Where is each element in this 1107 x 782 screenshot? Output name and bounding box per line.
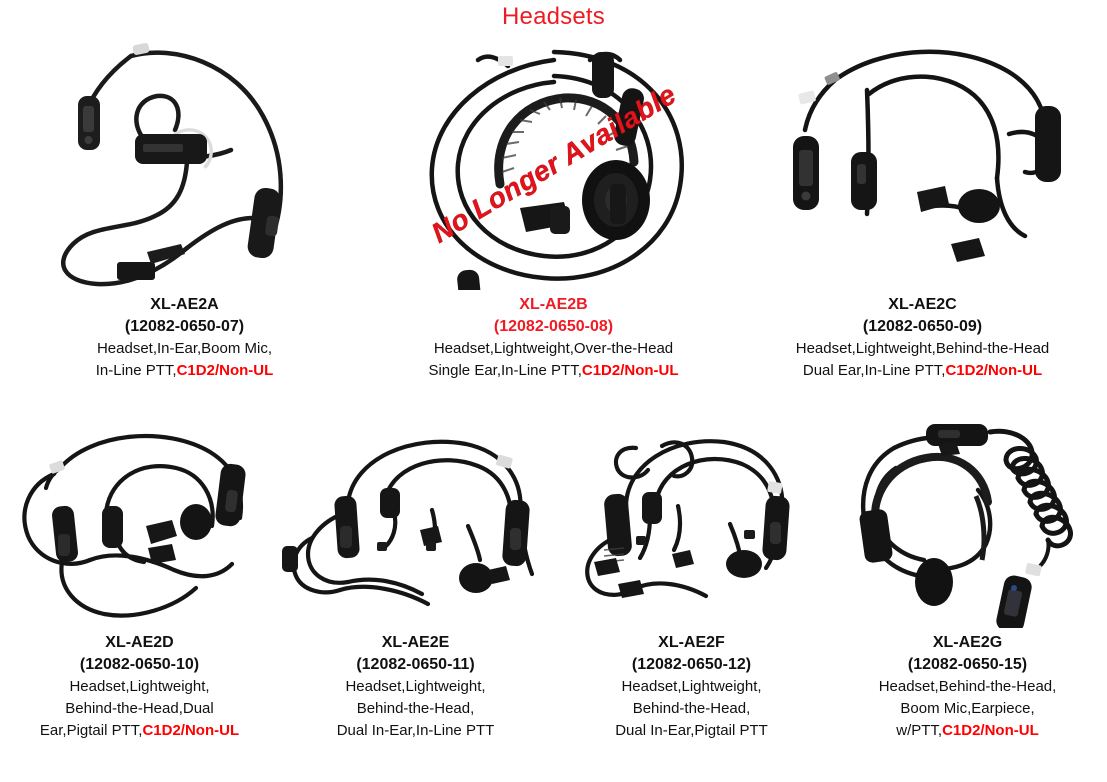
product-caption-xl-ae2g: XL-AE2G (12082-0650-15) Headset,Behind-t…	[879, 632, 1057, 742]
product-card-xl-ae2a[interactable]: XL-AE2A (12082-0650-07) Headset,In-Ear,B…	[0, 38, 369, 382]
product-image-xl-ae2f	[558, 418, 826, 628]
product-card-xl-ae2e[interactable]: XL-AE2E (12082-0650-11) Headset,Lightwei…	[278, 418, 554, 742]
description-line: In-Line PTT,C1D2/Non-UL	[95, 362, 274, 379]
product-part-number: (12082-0650-07)	[124, 318, 245, 335]
product-description: Headset,Lightweight, Behind-the-Head, Dual…	[337, 676, 495, 742]
certification-flag: C1D2/Non-UL	[942, 722, 1039, 739]
description-line: Headset,Lightweight,	[345, 678, 486, 695]
product-card-xl-ae2f[interactable]: XL-AE2F (12082-0650-12) Headset,Lightwei…	[554, 418, 830, 742]
certification-flag: C1D2/Non-UL	[176, 362, 274, 379]
product-part-number: (12082-0650-09)	[862, 318, 983, 335]
product-image-xl-ae2g	[834, 418, 1102, 628]
description-line: Headset,Behind-the-Head,	[878, 678, 1057, 695]
product-image-xl-ae2b: No Longer Available	[404, 38, 704, 290]
product-part-number: (12082-0650-12)	[631, 656, 752, 673]
product-description: Headset,In-Ear,Boom Mic, In-Line PTT,C1D2…	[96, 338, 274, 382]
page-title: Headsets	[502, 3, 605, 30]
product-card-xl-ae2d[interactable]: XL-AE2D (12082-0650-10) Headset,Lightwei…	[2, 418, 278, 742]
product-description: Headset,Lightweight, Behind-the-Head, Dual…	[615, 676, 768, 742]
product-part-number: (12082-0650-15)	[907, 656, 1028, 673]
product-caption-xl-ae2b: XL-AE2B (12082-0650-08) Headset,Lightwei…	[428, 294, 678, 382]
product-image-xl-ae2c	[773, 38, 1073, 290]
description-line: Dual Ear,In-Line PTT,C1D2/Non-UL	[802, 362, 1043, 379]
description-line: Dual In-Ear,In-Line PTT	[336, 722, 495, 739]
product-part-number: (12082-0650-11)	[356, 656, 475, 673]
product-card-xl-ae2c[interactable]: XL-AE2C (12082-0650-09) Headset,Lightwei…	[738, 38, 1107, 382]
description-line: Headset,Lightweight,Behind-the-Head	[795, 340, 1050, 357]
description-line: Ear,Pigtail PTT,C1D2/Non-UL	[39, 722, 240, 739]
description-line: Headset,Lightweight,Over-the-Head	[433, 340, 674, 357]
product-caption-xl-ae2e: XL-AE2E (12082-0650-11) Headset,Lightwei…	[337, 632, 495, 742]
product-image-xl-ae2e	[281, 418, 550, 628]
description-line: Headset,Lightweight,	[69, 678, 210, 695]
description-line: Boom Mic,Earpiece,	[900, 700, 1035, 717]
description-line: w/PTT,C1D2/Non-UL	[896, 722, 1039, 739]
product-caption-xl-ae2d: XL-AE2D (12082-0650-10) Headset,Lightwei…	[40, 632, 239, 742]
product-model: XL-AE2E	[381, 634, 450, 651]
product-caption-xl-ae2c: XL-AE2C (12082-0650-09) Headset,Lightwei…	[796, 294, 1050, 382]
description-line: Headset,In-Ear,Boom Mic,	[96, 340, 273, 357]
product-card-xl-ae2b[interactable]: No Longer Available XL-AE2B (12082-0650-…	[369, 38, 738, 382]
description-line: Single Ear,In-Line PTT,C1D2/Non-UL	[428, 362, 679, 379]
product-image-xl-ae2d	[6, 418, 274, 628]
product-caption-xl-ae2a: XL-AE2A (12082-0650-07) Headset,In-Ear,B…	[96, 294, 274, 382]
certification-flag: C1D2/Non-UL	[945, 362, 1043, 379]
certification-flag: C1D2/Non-UL	[581, 362, 679, 379]
product-row-1: XL-AE2A (12082-0650-07) Headset,In-Ear,B…	[0, 38, 1107, 382]
description-line: Dual In-Ear,Pigtail PTT	[615, 722, 768, 739]
product-caption-xl-ae2f: XL-AE2F (12082-0650-12) Headset,Lightwei…	[615, 632, 768, 742]
product-model: XL-AE2C	[888, 296, 957, 313]
certification-flag: C1D2/Non-UL	[142, 722, 240, 739]
description-line: Behind-the-Head,	[356, 700, 475, 717]
product-description: Headset,Behind-the-Head, Boom Mic,Earpiec…	[879, 676, 1057, 742]
product-row-2: XL-AE2D (12082-0650-10) Headset,Lightwei…	[0, 418, 1107, 742]
product-card-xl-ae2g[interactable]: XL-AE2G (12082-0650-15) Headset,Behind-t…	[830, 418, 1106, 742]
product-model: XL-AE2F	[658, 634, 725, 651]
product-part-number: (12082-0650-08)	[493, 318, 614, 335]
description-line: Headset,Lightweight,	[621, 678, 762, 695]
description-line: Behind-the-Head,	[632, 700, 751, 717]
product-model: XL-AE2D	[105, 634, 174, 651]
product-part-number: (12082-0650-10)	[79, 656, 200, 673]
description-line: Behind-the-Head,Dual	[65, 700, 214, 717]
product-image-xl-ae2a	[35, 38, 335, 290]
product-model: XL-AE2G	[932, 634, 1003, 651]
product-model: XL-AE2B	[519, 296, 588, 313]
product-model: XL-AE2A	[150, 296, 219, 313]
product-description: Headset,Lightweight, Behind-the-Head,Dual…	[40, 676, 239, 742]
